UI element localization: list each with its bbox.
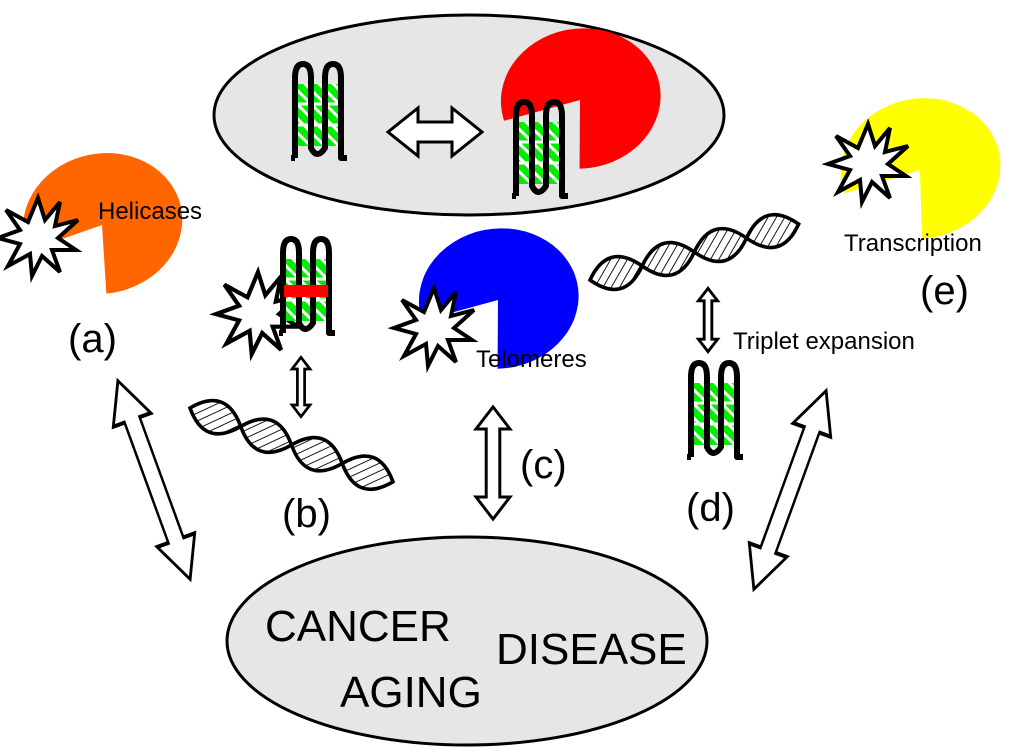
label-e: (e) bbox=[920, 269, 969, 313]
triplet-expansion-label: Triplet expansion bbox=[733, 328, 915, 355]
equilibrium-arrow bbox=[385, 104, 485, 160]
arrow-b-icon bbox=[290, 355, 312, 419]
dna-helix-b bbox=[182, 390, 401, 499]
g-quadruplex-d bbox=[687, 363, 743, 457]
outcomes-ellipse bbox=[225, 535, 709, 747]
triplet-group: Triplet expansion (d) bbox=[584, 206, 915, 530]
helicase-group: Helicases (a) bbox=[0, 138, 202, 361]
arrow-c-icon bbox=[474, 405, 512, 521]
aging-label: AGING bbox=[340, 668, 482, 717]
outcomes-group: CANCER DISEASE AGING bbox=[225, 535, 709, 747]
dna-helix-d bbox=[584, 206, 805, 298]
g-quadruplex-damaged bbox=[279, 239, 335, 333]
arrow-d-icon bbox=[696, 286, 720, 354]
label-b: (b) bbox=[282, 492, 331, 536]
top-equilibrium-group bbox=[212, 13, 726, 217]
helicases-label: Helicases bbox=[98, 198, 202, 225]
transcription-group: Transcription (e) bbox=[826, 85, 1012, 313]
disease-label: DISEASE bbox=[496, 625, 687, 674]
label-d: (d) bbox=[686, 486, 735, 530]
label-c: (c) bbox=[520, 443, 567, 487]
cancer-label: CANCER bbox=[265, 602, 451, 651]
transcription-label: Transcription bbox=[844, 230, 982, 257]
telomeres-label: Telomeres bbox=[476, 346, 587, 373]
arrow-d-to-outcomes-icon bbox=[733, 382, 847, 598]
telomere-group: Telomeres (c) bbox=[392, 218, 588, 521]
lesion-group: (b) bbox=[182, 239, 401, 536]
label-a: (a) bbox=[68, 317, 117, 361]
